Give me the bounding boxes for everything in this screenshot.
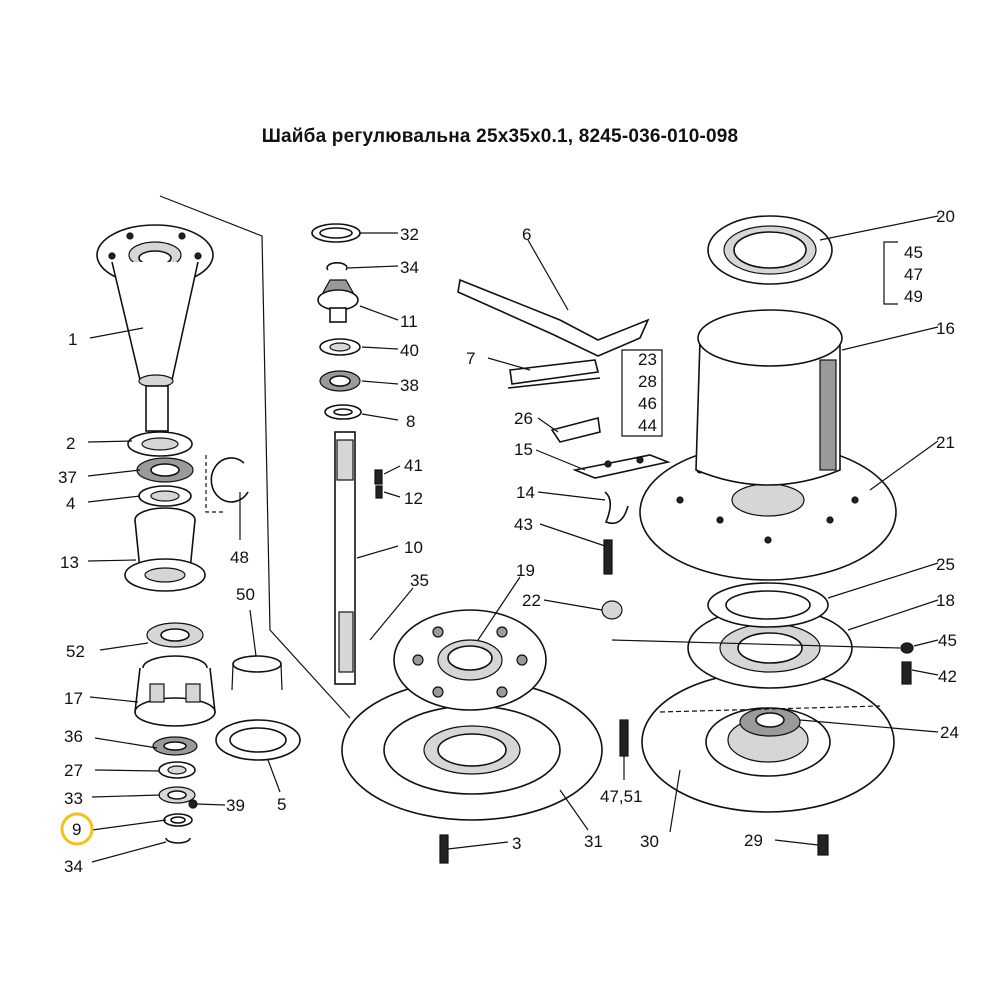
label-30[interactable]: 30 [640, 832, 659, 851]
label-49-group[interactable]: 49 [904, 287, 923, 306]
spring-14 [604, 491, 629, 525]
label-32[interactable]: 32 [400, 225, 419, 244]
label-21[interactable]: 21 [936, 433, 955, 452]
label-1[interactable]: 1 [68, 330, 77, 349]
center-shaft-stack [311, 223, 383, 685]
label-27[interactable]: 27 [64, 761, 83, 780]
label-31[interactable]: 31 [584, 832, 603, 851]
label-45-group[interactable]: 45 [904, 243, 923, 262]
label-25[interactable]: 25 [936, 555, 955, 574]
label-44[interactable]: 44 [638, 416, 657, 435]
label-18[interactable]: 18 [936, 591, 955, 610]
page-title: Шайба регулювальна 25x35x0.1, 8245-036-0… [261, 126, 739, 147]
group-bracket-23-28-46-44 [621, 349, 663, 437]
label-20[interactable]: 20 [936, 207, 955, 226]
label-38[interactable]: 38 [400, 376, 419, 395]
part-labels: 1 2 37 4 13 52 17 36 27 33 9 34 39 48 50… [58, 207, 959, 876]
label-29[interactable]: 29 [744, 831, 763, 850]
label-50[interactable]: 50 [236, 585, 255, 604]
label-41[interactable]: 41 [404, 456, 423, 475]
label-47-51[interactable]: 47,51 [600, 787, 643, 806]
label-40[interactable]: 40 [400, 341, 419, 360]
label-33[interactable]: 33 [64, 789, 83, 808]
group-bracket-45-47-49 [883, 241, 898, 305]
label-19[interactable]: 19 [516, 561, 535, 580]
label-36[interactable]: 36 [64, 727, 83, 746]
clip-7 [507, 359, 601, 389]
label-23[interactable]: 23 [638, 350, 657, 369]
label-12[interactable]: 12 [404, 489, 423, 508]
label-11[interactable]: 11 [400, 312, 418, 331]
label-45[interactable]: 45 [938, 631, 957, 650]
bracket-6 [457, 278, 650, 357]
label-3[interactable]: 3 [512, 834, 521, 853]
label-42[interactable]: 42 [938, 667, 957, 686]
label-8[interactable]: 8 [406, 412, 415, 431]
ring-50 [231, 655, 283, 691]
label-2[interactable]: 2 [66, 434, 75, 453]
highlight-ring [60, 812, 94, 846]
label-43[interactable]: 43 [514, 515, 533, 534]
label-46[interactable]: 46 [638, 394, 657, 413]
label-15[interactable]: 15 [514, 440, 533, 459]
label-34-center[interactable]: 34 [400, 258, 419, 277]
center-disc-assembly [341, 609, 603, 864]
leader-lines [87, 215, 939, 863]
label-14[interactable]: 14 [516, 483, 535, 502]
cap-22 [601, 600, 623, 620]
label-37[interactable]: 37 [58, 468, 77, 487]
label-52[interactable]: 52 [66, 642, 85, 661]
label-22[interactable]: 22 [522, 591, 541, 610]
label-10[interactable]: 10 [404, 538, 423, 557]
label-28[interactable]: 28 [638, 372, 657, 391]
plate-26 [550, 416, 601, 443]
left-housing-assembly [96, 224, 216, 844]
label-26[interactable]: 26 [514, 409, 533, 428]
label-16[interactable]: 16 [936, 319, 955, 338]
label-13[interactable]: 13 [60, 553, 79, 572]
right-drum-assembly [611, 215, 914, 856]
knife-holder-15 [572, 454, 671, 479]
label-47-group[interactable]: 47 [904, 265, 923, 284]
label-48[interactable]: 48 [230, 548, 249, 567]
snap-ring-48 [205, 455, 249, 513]
label-7[interactable]: 7 [466, 349, 475, 368]
label-39[interactable]: 39 [226, 796, 245, 815]
label-24[interactable]: 24 [940, 723, 959, 742]
label-5[interactable]: 5 [277, 795, 286, 814]
ring-5 [215, 719, 301, 761]
label-17[interactable]: 17 [64, 689, 83, 708]
label-35[interactable]: 35 [410, 571, 429, 590]
label-6[interactable]: 6 [522, 225, 531, 244]
label-4[interactable]: 4 [66, 494, 75, 513]
bolt-43 [603, 539, 613, 575]
label-9-highlighted[interactable]: 9 [72, 820, 81, 839]
label-34-left[interactable]: 34 [64, 857, 83, 876]
